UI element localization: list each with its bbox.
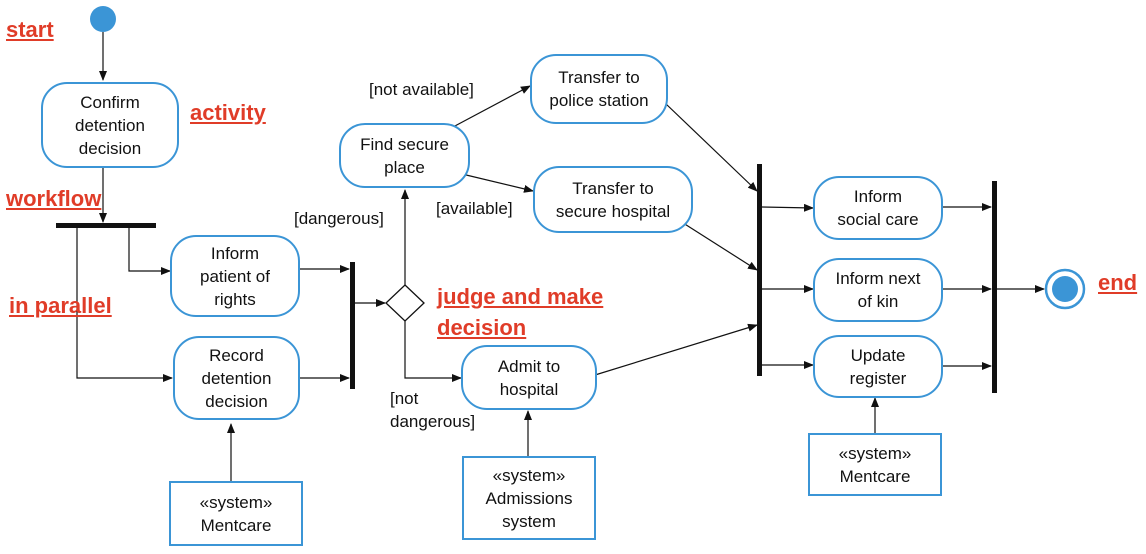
annotation-start: start (6, 17, 54, 42)
activity-update-register: Update register (813, 335, 943, 398)
final-join-bar (992, 181, 997, 393)
annotation-judge-decision: judge and make decision (437, 284, 604, 340)
activity-inform-rights: Inform patient of rights (170, 235, 300, 317)
annotation-in-parallel: in parallel (9, 293, 112, 318)
activity-transfer-secure-hospital: Transfer to secure hospital (533, 166, 693, 233)
guard-available: [available] (436, 199, 513, 218)
join-bar (350, 262, 355, 389)
flow-police-join (664, 102, 758, 192)
activity-find-secure-place: Find secure place (339, 123, 470, 188)
flow-find-police (452, 85, 531, 128)
activity-admit-hospital: Admit to hospital (461, 345, 597, 410)
annotation-workflow: workflow (6, 186, 102, 211)
system-mentcare-right: «system» Mentcare (808, 433, 942, 496)
activity-inform-next-of-kin: Inform next of kin (813, 258, 943, 322)
activity-transfer-police: Transfer to police station (530, 54, 668, 124)
flow-hospital-join (679, 220, 758, 271)
flow-fork-record (76, 228, 173, 382)
annotation-end: end (1098, 270, 1138, 295)
fork-bar (56, 223, 156, 228)
annotation-activity: activity (190, 100, 266, 125)
flow-fork-inform (128, 228, 171, 275)
start-node (90, 6, 116, 32)
system-admissions: «system» Admissions system (462, 456, 596, 540)
system-mentcare-left: «system» Mentcare (169, 481, 303, 546)
activity-inform-social-care: Inform social care (813, 176, 943, 240)
flow-decision-admit (404, 321, 462, 382)
flow-find-hospital (461, 173, 534, 193)
sync-bar (757, 164, 762, 376)
end-node (1052, 276, 1078, 302)
flow-admit-join (594, 323, 758, 376)
guard-not-dangerous: [not dangerous] (390, 389, 476, 431)
activity-confirm-detention: Confirm detention decision (41, 82, 179, 168)
flow-sync-social (761, 203, 814, 212)
guard-dangerous: [dangerous] (294, 209, 384, 228)
activity-record-detention: Record detention decision (173, 336, 300, 420)
guard-not-available: [not available] (369, 80, 474, 99)
decision-node (385, 284, 425, 322)
